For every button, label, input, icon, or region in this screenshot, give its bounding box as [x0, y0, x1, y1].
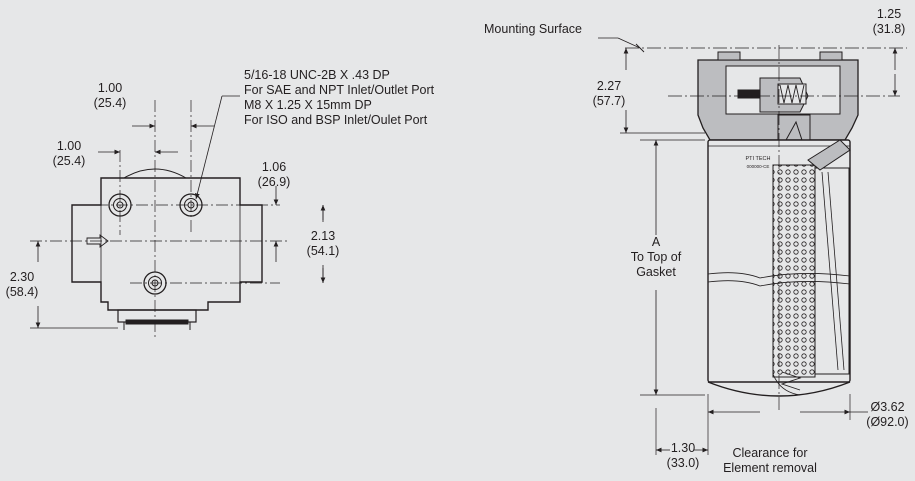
- port-note-line3: M8 X 1.25 X 15mm DP: [244, 98, 372, 112]
- dim-horiz-a-metric: (25.4): [93, 96, 127, 110]
- clearance-note-line2: Element removal: [723, 461, 817, 475]
- clearance-note-line1: Clearance for: [732, 446, 808, 460]
- port-note-line2: For SAE and NPT Inlet/Outlet Port: [244, 83, 435, 97]
- filter-element: [772, 139, 851, 396]
- dim-diameter-value: Ø3.62: [870, 400, 905, 414]
- dim-port-spacing-value: 2.13: [310, 229, 336, 243]
- dim-vertical-metric: (58.4): [5, 285, 39, 299]
- badge-line2: 000000-CE: [746, 164, 770, 169]
- mounting-surface-label: Mounting Surface: [484, 22, 582, 36]
- badge-line1: PTI TECH: [745, 156, 771, 162]
- dim-a-line2: To Top of: [630, 250, 682, 264]
- dim-diameter-metric: (Ø92.0): [866, 415, 909, 429]
- port-note-line4: For ISO and BSP Inlet/Oulet Port: [244, 113, 428, 127]
- port-note-line1: 5/16-18 UNC-2B X .43 DP: [244, 68, 390, 82]
- dim-port-spacing-metric: (54.1): [306, 244, 340, 258]
- dim-clearance-metric: (33.0): [666, 456, 700, 470]
- flow-arrow: [86, 234, 109, 248]
- dim-horiz-b-metric: (25.4): [52, 154, 86, 168]
- dim-vertical-value: 2.30: [9, 270, 35, 284]
- dim-a-line3: Gasket: [636, 265, 676, 279]
- dim-top-value: 1.25: [876, 7, 902, 21]
- top-view: [30, 95, 326, 340]
- dim-head-value: 2.27: [596, 79, 622, 93]
- dim-horiz-b-value: 1.00: [56, 139, 82, 153]
- dim-port-offset-metric: (26.9): [257, 175, 291, 189]
- dim-head-metric: (57.7): [592, 94, 626, 108]
- dim-horiz-a-value: 1.00: [97, 81, 123, 95]
- dim-top-metric: (31.8): [872, 22, 906, 36]
- side-view: [598, 37, 907, 455]
- dim-clearance-value: 1.30: [670, 441, 696, 455]
- dim-port-offset-value: 1.06: [261, 160, 287, 174]
- housing-outline: [71, 177, 263, 311]
- dim-a-line1: A: [651, 235, 661, 249]
- filter-head: [697, 51, 859, 141]
